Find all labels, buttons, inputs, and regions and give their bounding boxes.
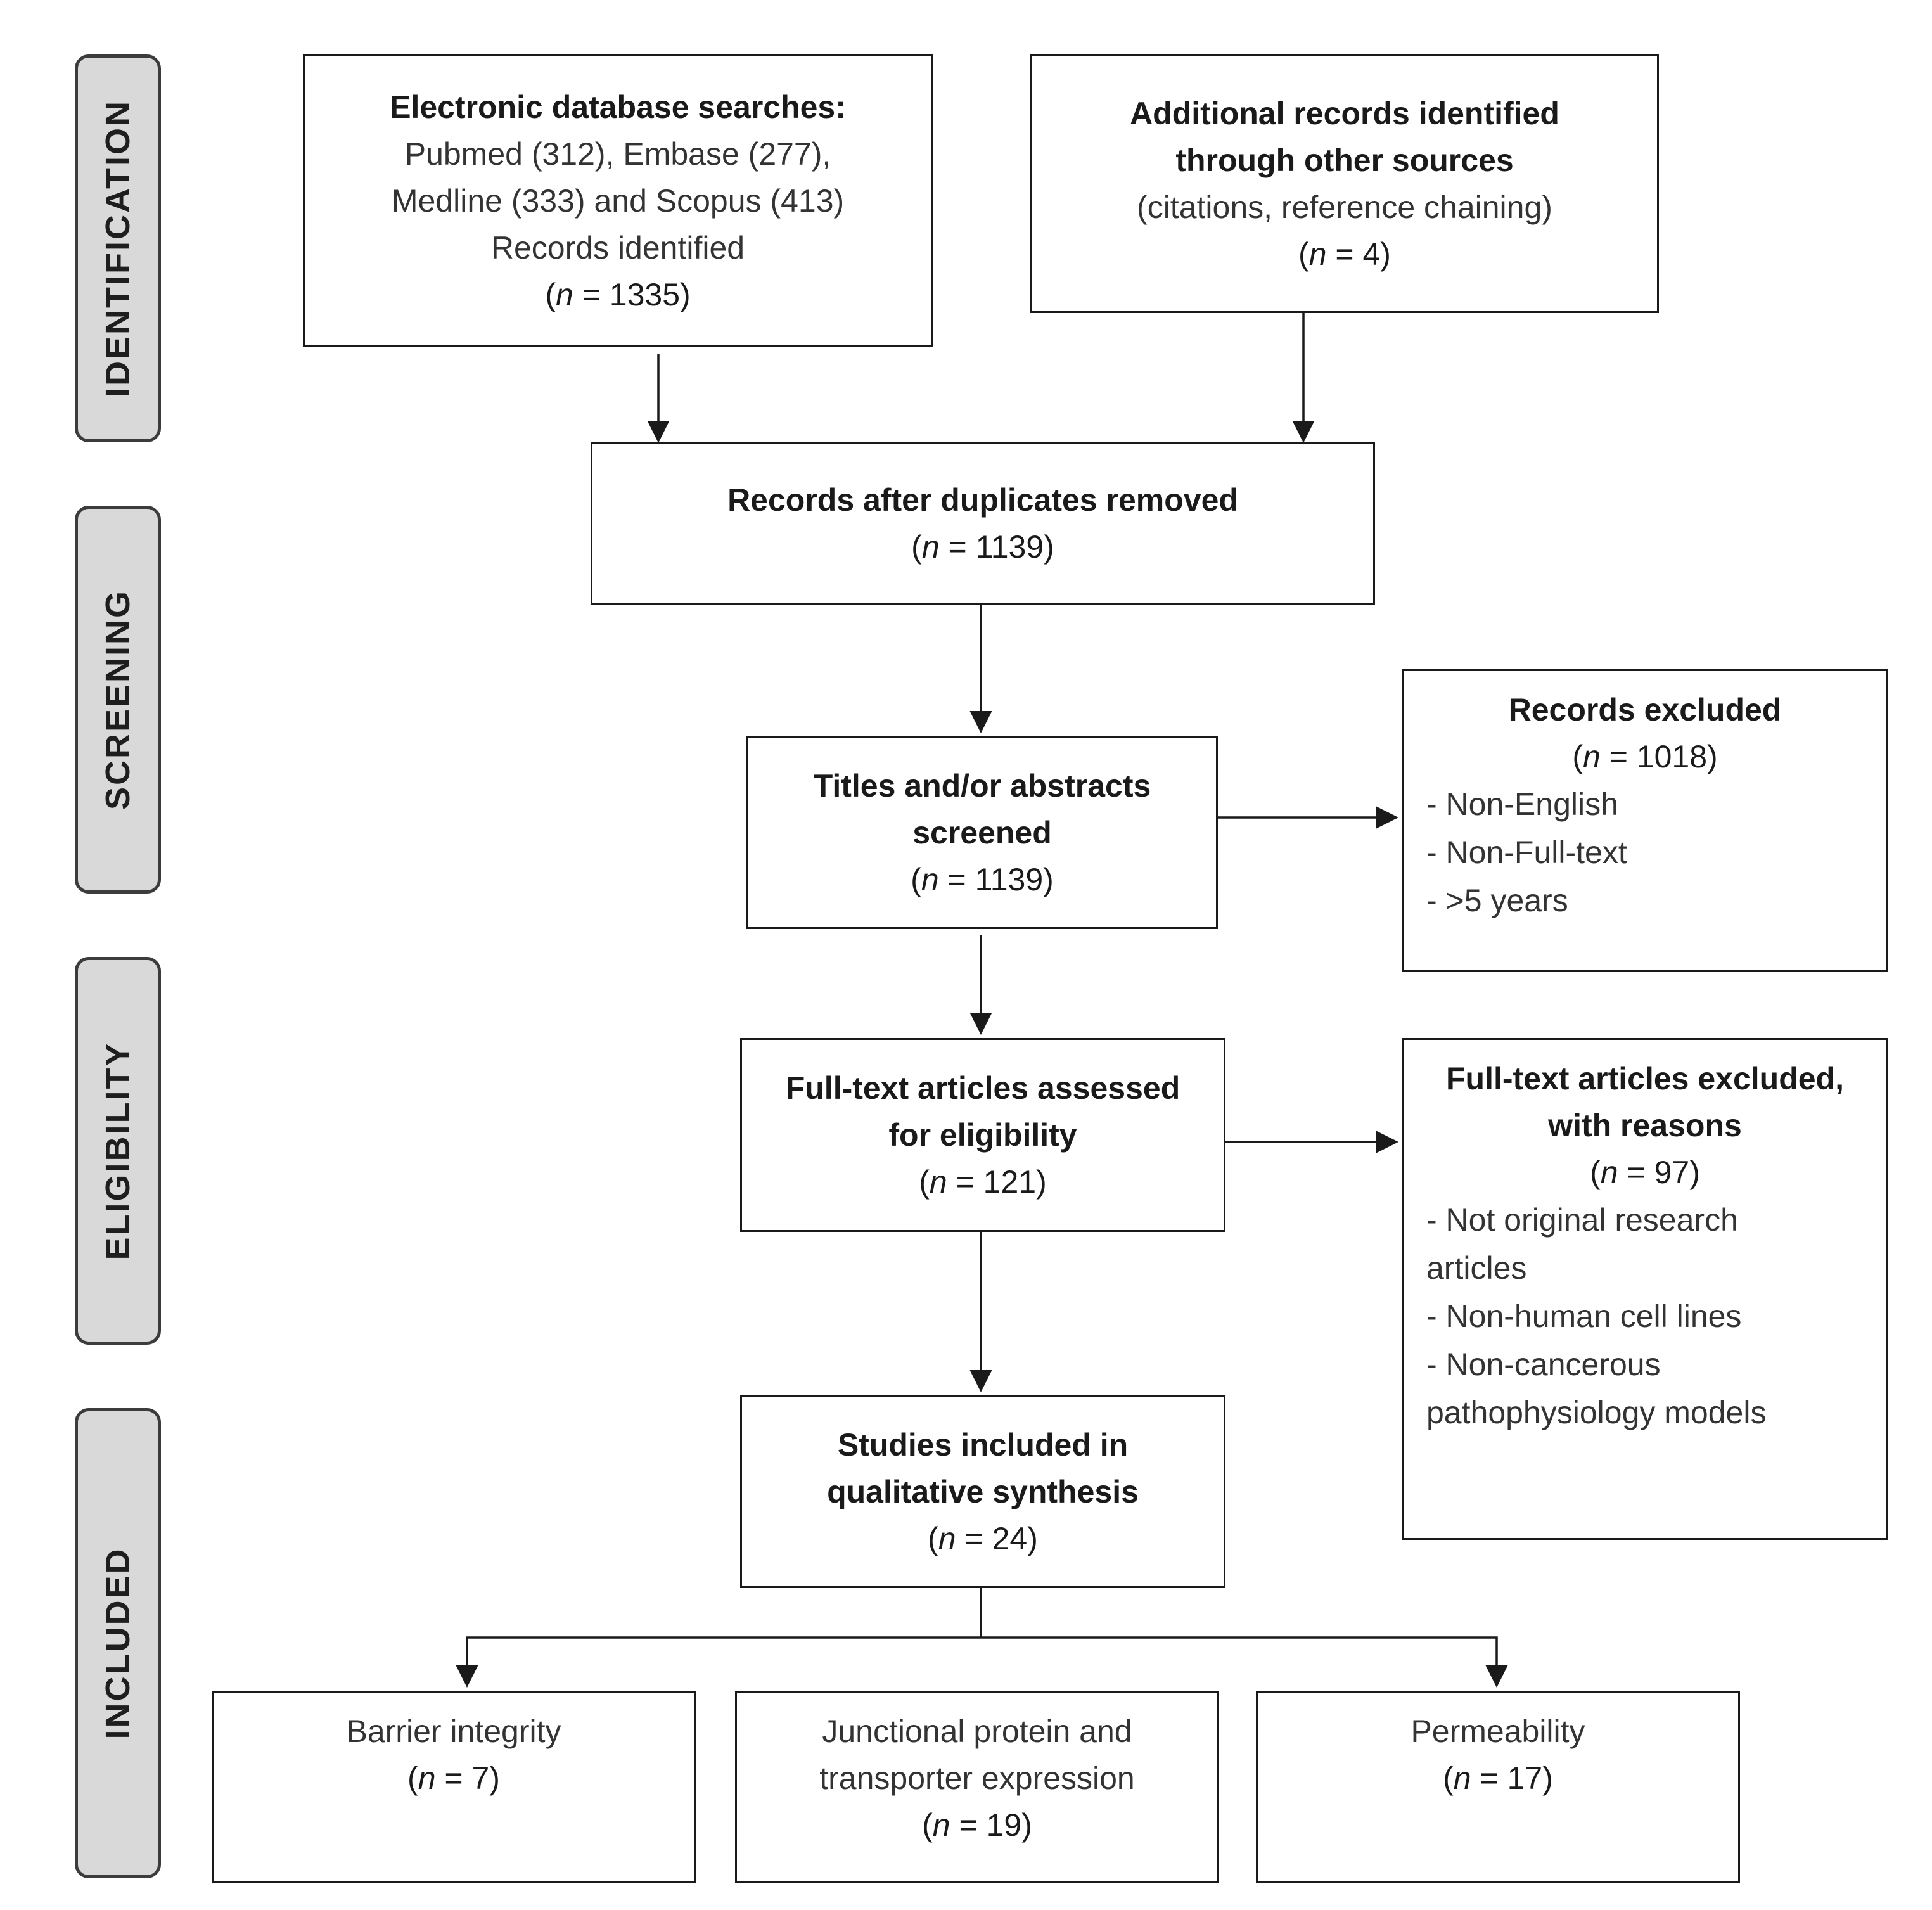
fulltext-excluded-reasons: - Not original research articles - Non-h…	[1404, 1196, 1886, 1437]
fulltext-assessed-title2: for eligibility	[888, 1117, 1077, 1153]
list-item: - Non-English	[1426, 786, 1618, 822]
box-records-excluded: Records excluded (n = 1018) - Non-Englis…	[1402, 669, 1888, 972]
junctional-count: (n = 19)	[922, 1807, 1032, 1843]
included-synthesis-title2: qualitative synthesis	[827, 1474, 1139, 1509]
box-permeability: Permeability (n = 17)	[1256, 1691, 1740, 1883]
list-item: - Non-Full-text	[1426, 835, 1627, 870]
list-item: - >5 years	[1426, 883, 1568, 918]
list-item: articles	[1426, 1250, 1527, 1286]
stage-identification: IDENTIFICATION	[75, 54, 161, 442]
database-search-title: Electronic database searches:	[390, 89, 846, 125]
box-database-searches: Electronic database searches: Pubmed (31…	[303, 54, 933, 347]
other-sources-count: (n = 4)	[1298, 236, 1391, 272]
box-other-sources: Additional records identified through ot…	[1030, 54, 1659, 313]
other-sources-title1: Additional records identified	[1130, 96, 1559, 131]
database-search-line2: Medline (333) and Scopus (413)	[391, 183, 845, 219]
fulltext-excluded-count: (n = 97)	[1590, 1155, 1700, 1190]
box-fulltext-assessed: Full-text articles assessed for eligibil…	[740, 1038, 1225, 1232]
fulltext-assessed-title1: Full-text articles assessed	[785, 1070, 1180, 1106]
connector-included-branch	[466, 1636, 1508, 1688]
fulltext-excluded-title1: Full-text articles excluded,	[1446, 1061, 1844, 1096]
screened-title1: Titles and/or abstracts	[813, 768, 1151, 804]
barrier-count: (n = 7)	[407, 1760, 500, 1796]
included-synthesis-title1: Studies included in	[837, 1427, 1129, 1463]
database-search-count: (n = 1335)	[545, 277, 691, 312]
box-screened: Titles and/or abstracts screened (n = 11…	[746, 736, 1218, 929]
barrier-title: Barrier integrity	[346, 1714, 561, 1749]
list-item: pathophysiology models	[1426, 1395, 1767, 1430]
box-fulltext-excluded: Full-text articles excluded, with reason…	[1402, 1038, 1888, 1540]
stage-eligibility: ELIGIBILITY	[75, 957, 161, 1345]
fulltext-assessed-count: (n = 121)	[919, 1164, 1047, 1200]
permeability-title: Permeability	[1411, 1714, 1585, 1749]
duplicates-removed-title: Records after duplicates removed	[727, 482, 1238, 518]
junctional-title2: transporter expression	[819, 1760, 1135, 1796]
junctional-title1: Junctional protein and	[822, 1714, 1132, 1749]
stage-screening: SCREENING	[75, 506, 161, 894]
box-junctional-protein: Junctional protein and transporter expre…	[735, 1691, 1219, 1883]
records-excluded-reasons: - Non-English - Non-Full-text - >5 years	[1404, 780, 1886, 925]
stage-included: INCLUDED	[75, 1408, 161, 1878]
screened-title2: screened	[912, 815, 1052, 850]
permeability-count: (n = 17)	[1443, 1760, 1553, 1796]
other-sources-title2: through other sources	[1175, 143, 1514, 178]
screened-count: (n = 1139)	[911, 862, 1054, 897]
other-sources-line1: (citations, reference chaining)	[1137, 189, 1552, 225]
database-search-line3: Records identified	[490, 230, 745, 266]
records-excluded-count: (n = 1018)	[1572, 739, 1718, 774]
fulltext-excluded-title2: with reasons	[1548, 1108, 1742, 1143]
records-excluded-title: Records excluded	[1508, 692, 1782, 727]
database-search-line1: Pubmed (312), Embase (277),	[404, 136, 831, 172]
list-item: - Not original research	[1426, 1202, 1738, 1238]
list-item: - Non-human cell lines	[1426, 1298, 1742, 1334]
box-barrier-integrity: Barrier integrity (n = 7)	[212, 1691, 696, 1883]
box-duplicates-removed: Records after duplicates removed (n = 11…	[591, 442, 1375, 605]
box-included-synthesis: Studies included in qualitative synthesi…	[740, 1395, 1225, 1588]
list-item: - Non-cancerous	[1426, 1347, 1661, 1382]
included-synthesis-count: (n = 24)	[928, 1521, 1038, 1556]
duplicates-removed-count: (n = 1139)	[911, 529, 1054, 565]
